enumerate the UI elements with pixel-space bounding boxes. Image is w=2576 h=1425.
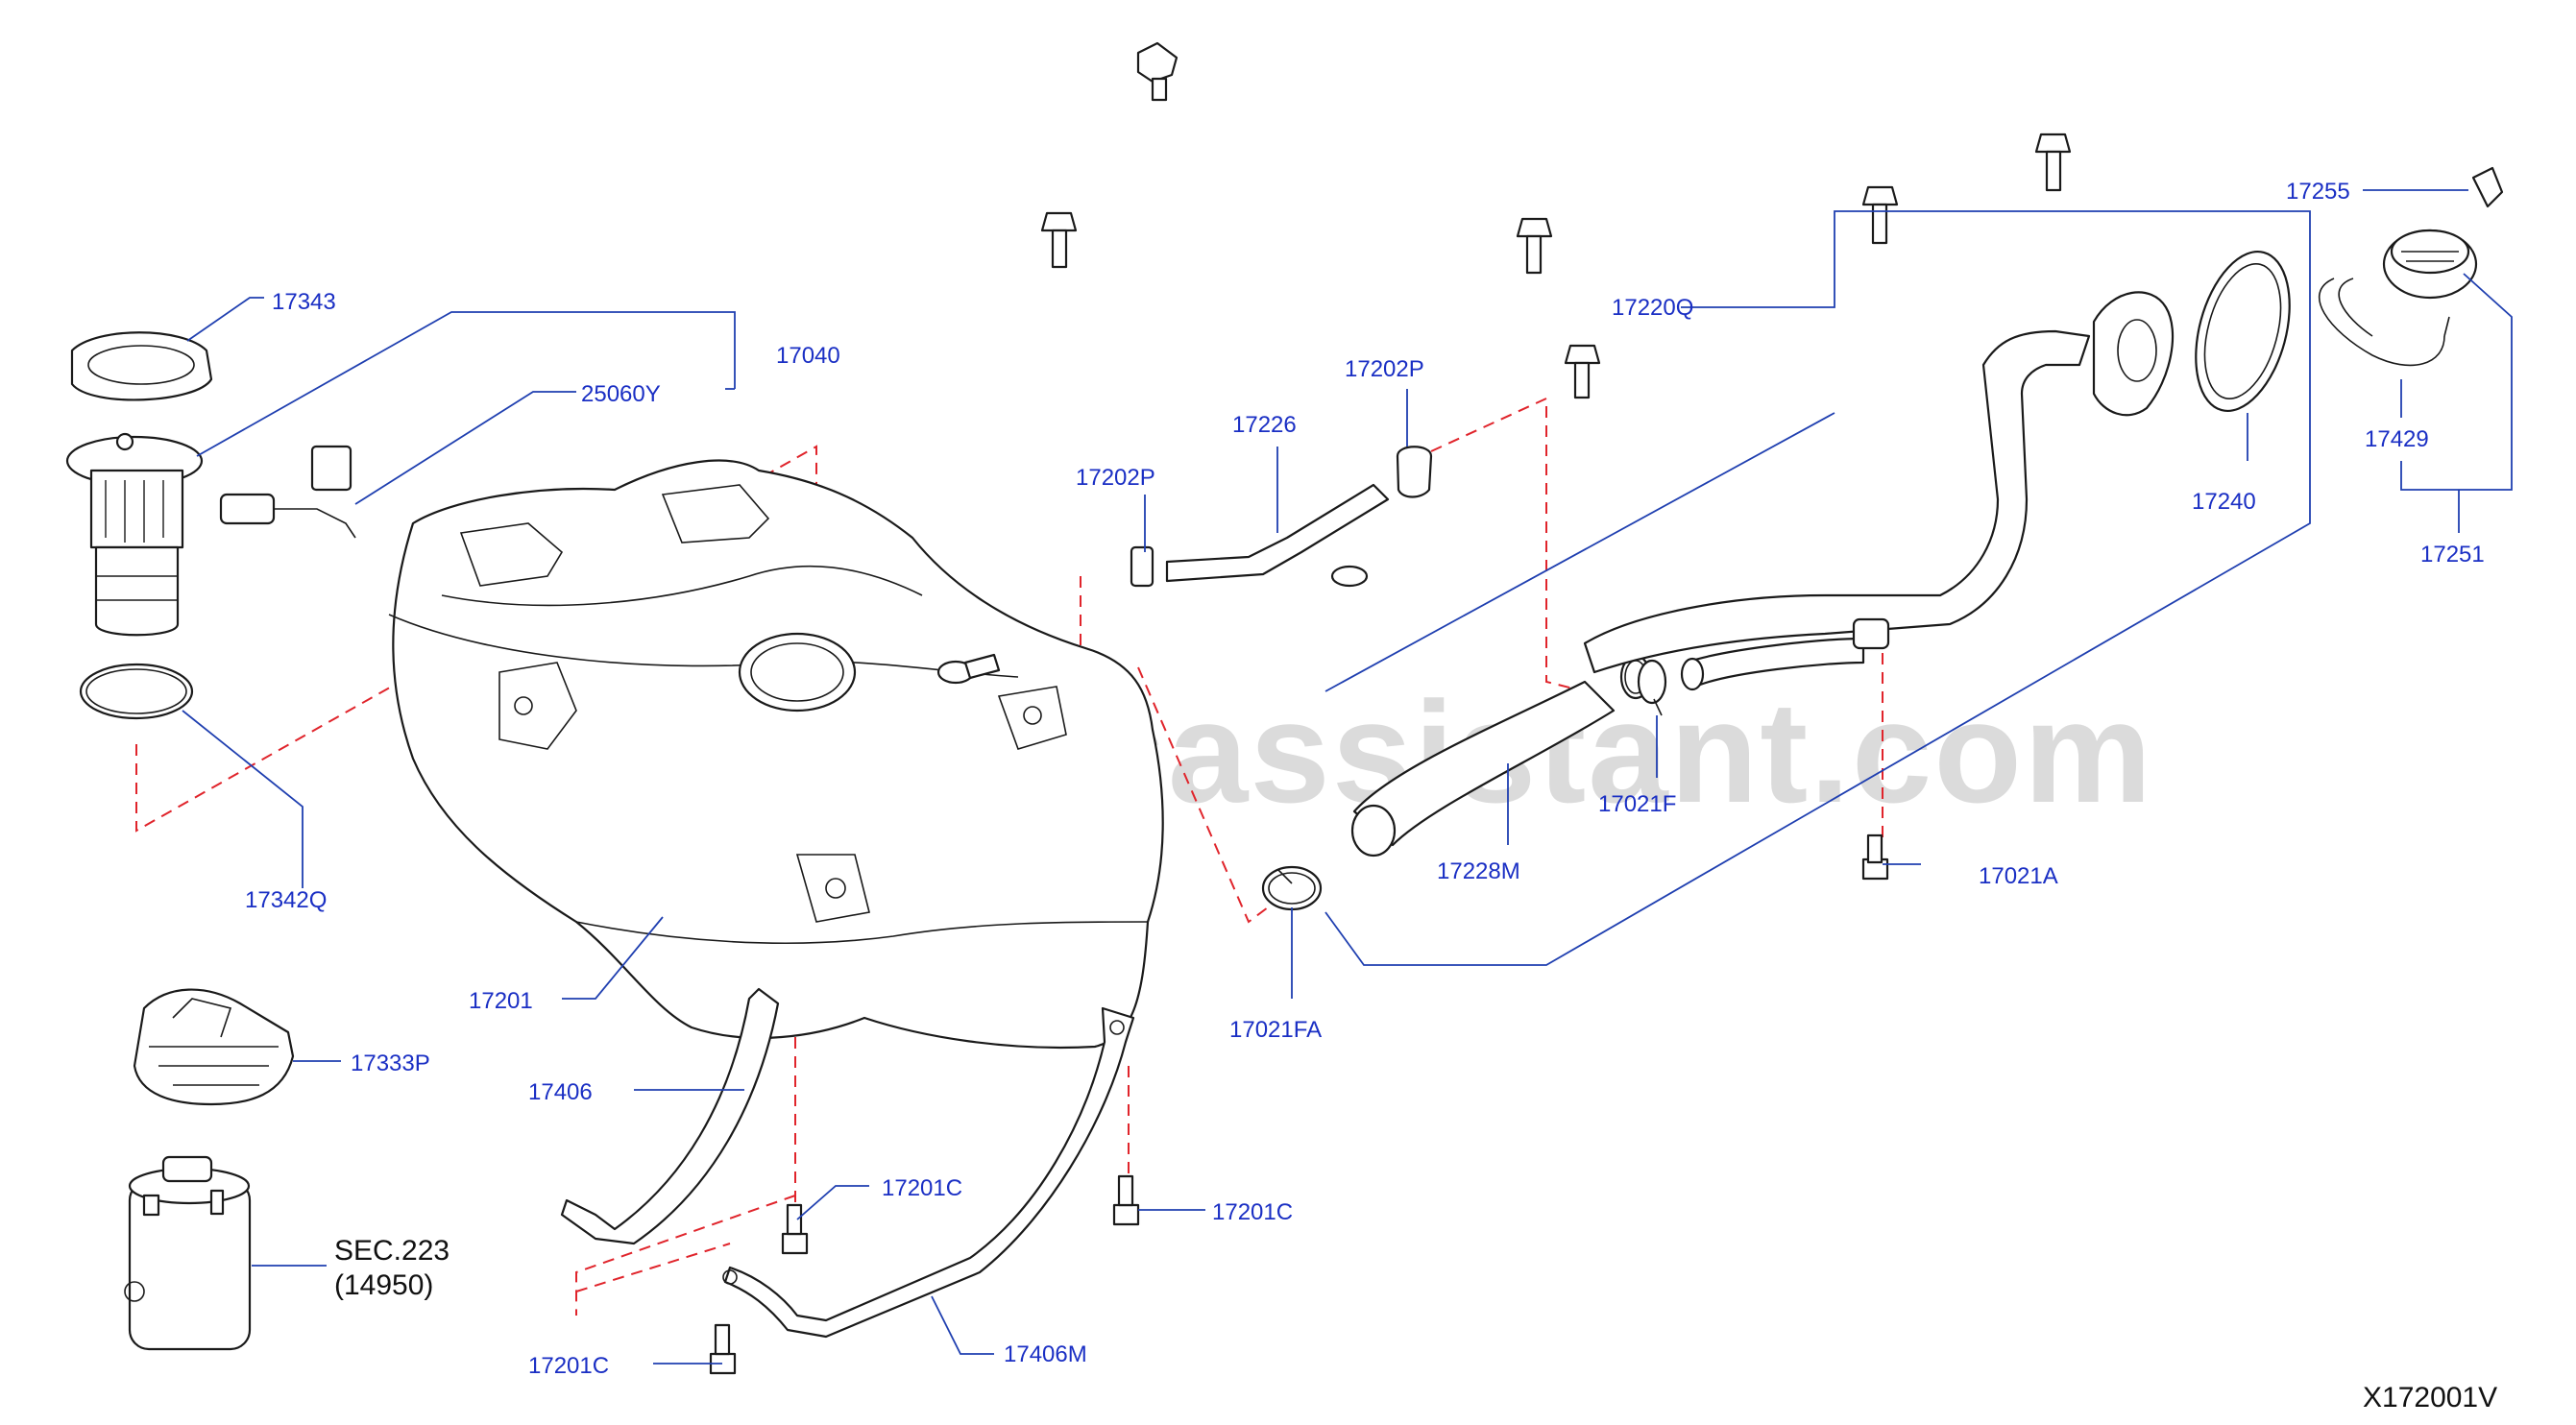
diagram-code: X172001V — [2363, 1382, 2497, 1413]
bolt-e — [2034, 133, 2072, 192]
label-17201c-b: 17201C — [1212, 1199, 1293, 1225]
label-17021f: 17021F — [1598, 791, 1676, 817]
bolt-top-center — [1136, 41, 1179, 102]
bolt-c — [1564, 344, 1601, 399]
bolt-17201c-a — [781, 1203, 809, 1255]
label-17406m: 17406M — [1004, 1341, 1087, 1367]
bolt-a — [1040, 211, 1078, 269]
bolt-17201c-b — [1112, 1174, 1140, 1226]
label-17251: 17251 — [2420, 542, 2485, 568]
label-17201c-a: 17201C — [882, 1175, 962, 1201]
fuel-filter-sec223 — [124, 1155, 252, 1351]
filler-gasket-17240 — [2195, 250, 2291, 413]
clamp-17021fa — [1276, 868, 1293, 884]
label-17202p-a: 17202P — [1076, 465, 1155, 491]
label-17201c-c: 17201C — [528, 1353, 609, 1379]
clamp-17021f — [1637, 659, 1667, 716]
bolt-17021a — [1861, 833, 1889, 881]
label-17202p-b: 17202P — [1345, 356, 1424, 382]
tank-strap-17406m — [722, 1006, 1135, 1339]
vent-hose-17226 — [1130, 446, 1433, 588]
pump-bracket-17333p — [133, 988, 295, 1106]
tank-strap-17406 — [560, 987, 780, 1245]
label-17342q: 17342Q — [245, 887, 327, 913]
bolts — [709, 41, 2072, 1375]
label-17406: 17406 — [528, 1079, 593, 1105]
part-labels: 17343 17040 25060Y 17342Q 17201 17333P 1… — [245, 179, 2485, 1379]
label-17333p: 17333P — [351, 1051, 430, 1076]
label-17240: 17240 — [2192, 489, 2256, 515]
label-14950: (14950) — [334, 1269, 433, 1301]
leader-lines — [182, 189, 2513, 1365]
label-25060y: 25060Y — [581, 381, 661, 407]
label-sec223: SEC.223 — [334, 1235, 450, 1267]
label-17021fa: 17021FA — [1229, 1017, 1322, 1043]
fuel-cap-assembly — [2319, 166, 2504, 367]
label-17226: 17226 — [1232, 412, 1297, 438]
label-17343: 17343 — [272, 289, 336, 315]
label-17040: 17040 — [776, 343, 840, 369]
filler-pipe-17220q — [1583, 291, 2175, 691]
fuel-pump-module — [65, 331, 356, 720]
label-17255: 17255 — [2286, 179, 2350, 205]
fuel-tank — [388, 459, 1164, 1050]
bolt-b — [1516, 217, 1553, 275]
bolt-d — [1861, 185, 1899, 245]
label-17228m: 17228M — [1437, 858, 1520, 884]
label-17201: 17201 — [469, 988, 533, 1014]
bolt-17201c-c — [709, 1323, 737, 1375]
label-17220q: 17220Q — [1612, 295, 1693, 321]
label-17021a: 17021A — [1979, 863, 2058, 889]
label-17429: 17429 — [2365, 426, 2429, 452]
